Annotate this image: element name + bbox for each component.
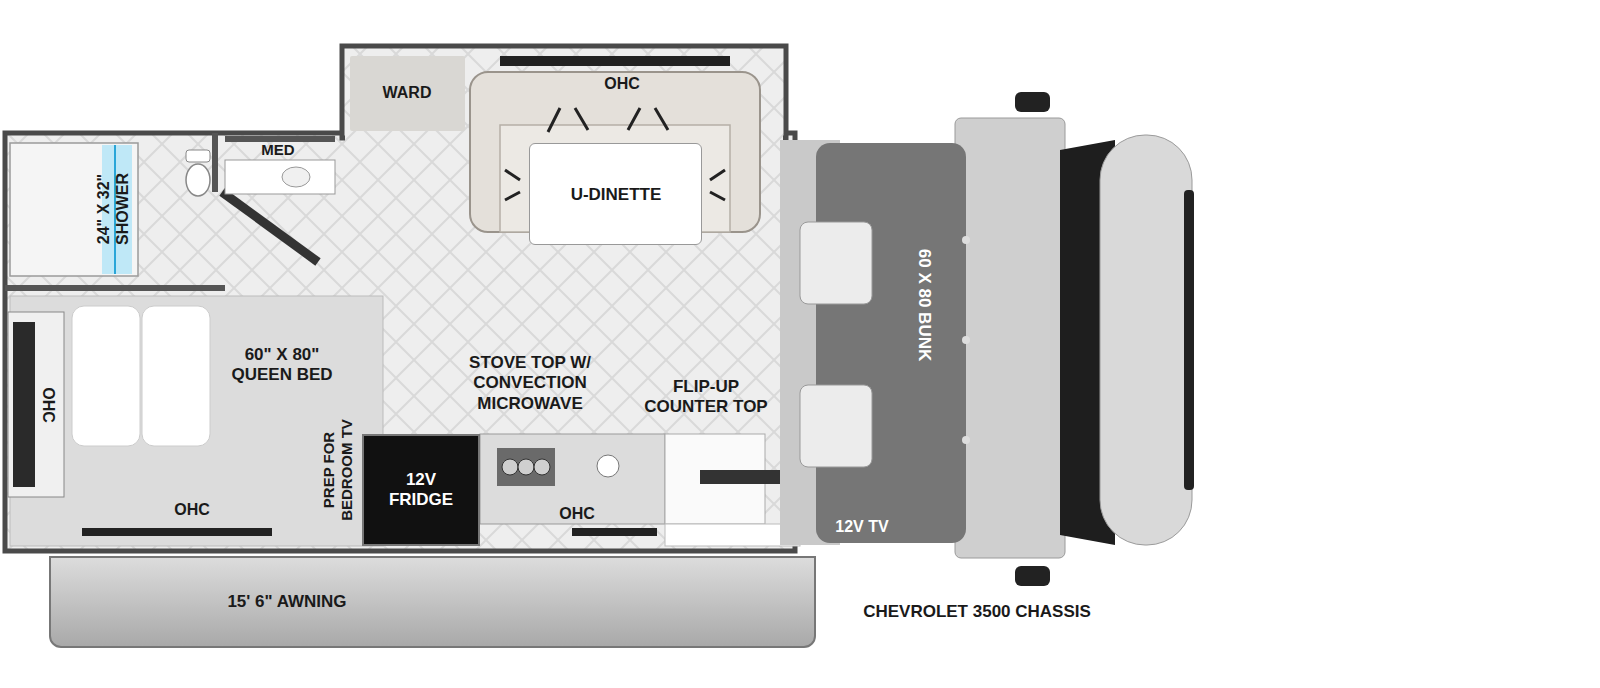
- room-label: 60 X 80 BUNK: [914, 249, 934, 361]
- counter-label: FLIP-UP COUNTER TOP: [644, 377, 769, 418]
- cabinet-label: OHC: [547, 504, 607, 523]
- fridge-box: 12V FRIDGE: [362, 434, 480, 546]
- dinette-table: U-DINETTE: [529, 143, 702, 245]
- awning-band: 15' 6" AWNING: [49, 556, 816, 648]
- cabinet-label: OHC: [592, 74, 652, 93]
- wardrobe-box: WARD: [350, 56, 465, 131]
- room-label: 15' 6" AWNING: [227, 592, 346, 612]
- room-label: 12V FRIDGE: [376, 470, 466, 511]
- cabinet-label: OHC: [38, 375, 57, 435]
- room-label: 24" X 32" SHOWER: [94, 159, 132, 259]
- room-label: U-DINETTE: [536, 185, 696, 205]
- cab-bunk: 60 X 80 BUNK 12V TV: [816, 143, 966, 543]
- room-label: 60" X 80" QUEEN BED: [217, 345, 347, 386]
- appliance-label: STOVE TOP W/ CONVECTION MICROWAVE: [450, 353, 610, 414]
- cabinet-label: OHC: [162, 500, 222, 519]
- tv-prep-label: PREP FOR BEDROOM TV: [320, 411, 356, 529]
- cabinet-label: MED: [248, 141, 308, 159]
- shower-stall: 24" X 32" SHOWER: [10, 143, 138, 276]
- room-label: 12V TV: [835, 517, 888, 536]
- room-label: WARD: [357, 83, 457, 102]
- chassis-label: CHEVROLET 3500 CHASSIS: [863, 602, 1091, 622]
